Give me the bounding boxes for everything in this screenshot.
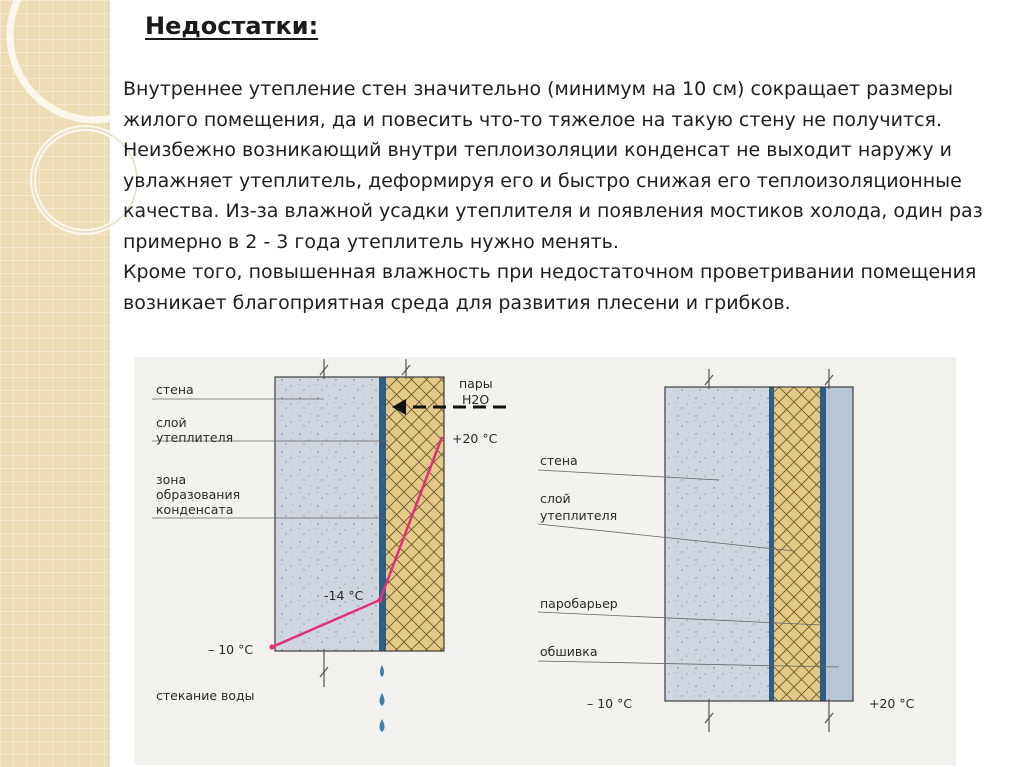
- right-wall-layer: [665, 387, 769, 701]
- paragraph-mold: Кроме того, повышенная влажность при нед…: [123, 261, 977, 314]
- right-insulation-layer: [774, 387, 820, 701]
- right-temp-outside: – 10 °C: [587, 696, 632, 711]
- left-label-zone-3: конденсата: [156, 502, 233, 517]
- right-label-insulation-1: слой: [540, 491, 571, 506]
- left-insulation-layer: [386, 377, 444, 651]
- right-diagram: стена слой утеплителя паробарьер обшивка…: [537, 369, 915, 732]
- right-label-wall: стена: [540, 453, 578, 468]
- slide-title: Недостатки:: [145, 12, 319, 40]
- decorative-circles: [6, 0, 150, 235]
- vapor-label-2: H2O: [462, 392, 489, 407]
- paragraph-condensate: Неизбежно возникающий внутри теплоизоляц…: [123, 139, 983, 253]
- right-temp-inside: +20 °C: [869, 696, 915, 711]
- water-drops-icon: [379, 665, 385, 732]
- vapor-arrowhead-icon: [392, 399, 406, 415]
- left-condensate-zone: [379, 377, 386, 651]
- left-label-zone-2: образования: [156, 487, 240, 502]
- left-label-zone-1: зона: [156, 472, 186, 487]
- left-label-insulation-2: утеплителя: [156, 430, 233, 445]
- wall-insulation-figure: стена слой утеплителя зона образования к…: [134, 357, 956, 765]
- left-temp-middle: -14 °C: [324, 588, 364, 603]
- right-label-vapor-barrier: паробарьер: [540, 596, 618, 611]
- left-label-insulation-1: слой: [156, 415, 187, 430]
- vapor-label-1: пары: [459, 376, 493, 391]
- left-wall-layer: [275, 377, 379, 651]
- left-label-drip: стекание воды: [156, 688, 255, 703]
- right-label-insulation-2: утеплителя: [540, 508, 617, 523]
- right-label-cladding: обшивка: [540, 644, 598, 659]
- right-vapor-barrier-inner: [769, 387, 774, 701]
- slide-body: Внутреннее утепление стен значительно (м…: [123, 74, 1003, 318]
- right-vapor-barrier: [820, 387, 826, 701]
- left-diagram: стена слой утеплителя зона образования к…: [152, 359, 506, 732]
- left-label-wall: стена: [156, 382, 194, 397]
- left-temp-outside: – 10 °C: [208, 642, 253, 657]
- left-temp-inside: +20 °C: [452, 431, 498, 446]
- paragraph-space-loss: Внутреннее утепление стен значительно (м…: [123, 78, 953, 131]
- right-cladding: [826, 387, 853, 701]
